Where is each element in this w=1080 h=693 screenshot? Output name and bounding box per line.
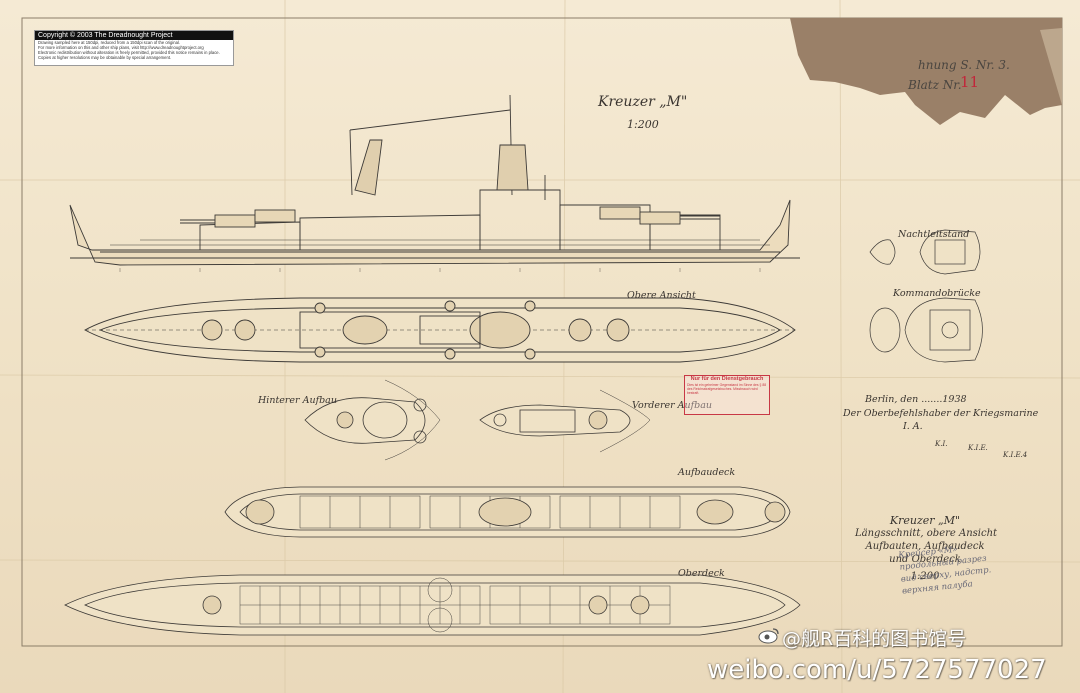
upper-deck [64,574,801,636]
top-view [84,297,796,363]
initial: K.I.E.4 [1003,451,1028,459]
command-bridge [869,297,983,363]
stamp-title: Nur für den Dienstgebrauch [690,376,764,382]
title-block-line: Kreuzer „M" [889,514,961,527]
torn-corner [790,18,1062,125]
approval-authority: Der Oberbefehlshaber der Kriegsmarine [843,408,1039,419]
notice-line: Copies at higher resolutions may be obta… [38,55,172,60]
header-number: hnung S. Nr. 3. [918,58,1010,72]
night-control-station [869,229,981,275]
title-block-line: Längsschnitt, obere Ansicht [855,528,998,539]
copyright-notice: Copyright © 2003 The Dreadnought Project… [34,30,234,66]
stamp-text: Dies ist ein geheimer Gegenstand im Sinn… [687,383,767,395]
notice-line: For more information on this and other s… [38,45,204,50]
side-elevation [69,94,800,266]
russian-annotation: Крейсер «М» продольный разрез вид сверху… [898,540,993,597]
title-block-line: und Oberdeck [889,554,961,565]
drawing-scale: 1:200 [627,118,659,131]
label-kommandobruecke: Kommandobrücke [893,288,981,299]
forward-superstructure [479,389,651,453]
frame-ticks [119,268,761,272]
label-hinterer-aufbau: Hinterer Aufbau [258,395,337,406]
copyright-title: Copyright © 2003 The Dreadnought Project [35,31,233,40]
initial: K.I.E. [968,444,988,452]
title-block: Kreuzer „M" Längsschnitt, obere Ansicht … [855,514,998,583]
approval-signed: I. A. [903,421,923,432]
watermark-url: weibo.com/u/5727577027 [707,655,1047,685]
label-obere-ansicht: Obere Ansicht [627,290,696,301]
initial: K.I. [935,440,948,448]
label-aufbaudeck: Aufbaudeck [678,467,736,478]
label-oberdeck: Oberdeck [678,568,725,579]
aft-superstructure [304,379,441,461]
approval-place-date: Berlin, den .......1938 [865,394,967,405]
drawing-frame [21,17,1063,647]
title-block-scale: 1:200 [910,571,940,582]
label-vorderer-aufbau: Vorderer Aufbau [632,400,713,411]
watermark-handle: @舰R百科的图书馆号 [782,628,967,650]
superstructure-deck [224,486,791,538]
notice-line: Drawing sampled here at 150dpi, reduced … [38,40,180,45]
weibo-logo-icon [758,628,779,644]
drawing-title: Kreuzer „M" [598,94,688,110]
label-nachtleitstand: Nachtleitstand [898,229,970,240]
notice-line: Electronic redistribution without altera… [38,50,220,55]
classification-stamp: Nur für den Dienstgebrauch Dies ist ein … [684,375,770,415]
sheet-number: 11 [960,73,980,91]
title-block-line: Aufbauten, Aufbaudeck [865,541,985,552]
header-sheet: Blatz Nr. [908,78,962,92]
